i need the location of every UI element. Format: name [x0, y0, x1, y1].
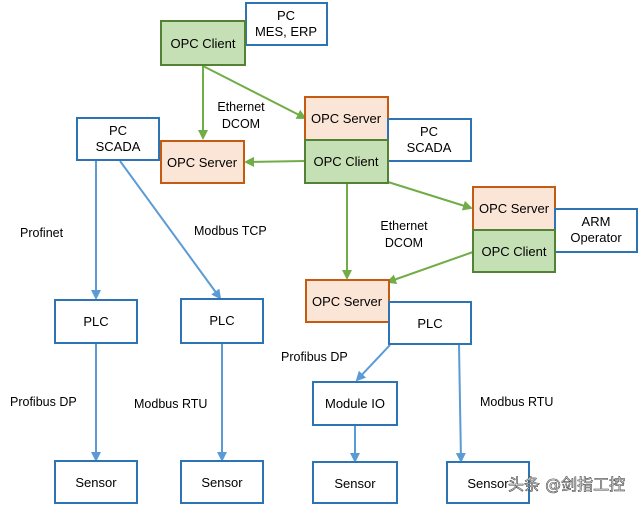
arrow-opc-client-mid-to-opc-server-right [387, 181, 473, 211]
node-box-border [160, 20, 246, 66]
sensor-3-label: Sensor [334, 476, 376, 491]
opc-server-right-label: OPC Server [479, 201, 550, 216]
arm-operator-line1: ARM [582, 214, 611, 229]
node-box-border [312, 461, 398, 504]
node-box-border [446, 461, 530, 504]
modbus-tcp-label: Modbus TCP [194, 224, 267, 238]
sensor-3-box: Sensor [312, 461, 398, 504]
opc-server-right-box: OPC Server [472, 186, 556, 231]
plc-1-box: PLC [54, 299, 138, 344]
profibus-dp-right-label: Profibus DP [281, 350, 348, 364]
connection-labels: Ethernet DCOM Ethernet DCOM Profinet Mod… [10, 100, 553, 411]
node-box-border [304, 96, 389, 141]
pc-scada-right-line2: SCADA [407, 140, 452, 155]
node-box-border [180, 460, 264, 504]
sensor-2-label: Sensor [201, 475, 243, 490]
arrow-scada-to-plc-2 [119, 160, 222, 300]
profinet-label: Profinet [20, 226, 64, 240]
node-box-border [305, 279, 390, 323]
dcom-label-top: DCOM [222, 117, 260, 131]
arrow-plc-3-to-sensor-4 [455, 344, 466, 463]
module-io-box: Module IO [312, 381, 398, 426]
opc-client-mid-box: OPC Client [304, 139, 389, 184]
arm-operator-line2: Operator [570, 230, 622, 245]
arm-operator-box: ARM Operator [554, 208, 638, 253]
node-box-border [180, 298, 264, 344]
sensor-4-label: Sensor [467, 476, 509, 491]
modbus-rtu-right-label: Modbus RTU [480, 395, 553, 409]
pc-mes-erp-line2: MES, ERP [255, 24, 317, 39]
dcom-label-mid: DCOM [385, 236, 423, 250]
opc-server-low-box: OPC Server [305, 279, 390, 323]
pc-scada-left-box: PC SCADA [76, 117, 160, 161]
opc-server-left-box: OPC Server [160, 140, 245, 184]
opc-server-mid-label: OPC Server [311, 111, 382, 126]
sensor-2-box: Sensor [180, 460, 264, 504]
pc-scada-right-line1: PC [420, 124, 438, 139]
pc-scada-right-box: PC SCADA [387, 118, 472, 162]
arrow-opc-client-top-to-opc-server-mid [202, 65, 307, 119]
node-box-border [312, 381, 398, 426]
sensor-1-box: Sensor [54, 460, 138, 504]
pc-mes-erp-line1: PC [277, 8, 295, 23]
node-box-border [245, 2, 328, 46]
module-io-label: Module IO [325, 396, 385, 411]
node-box-border [76, 117, 160, 161]
node-box-border [304, 139, 389, 184]
node-box-border [554, 208, 638, 253]
pc-mes-erp-box: PC MES, ERP [245, 2, 328, 46]
node-box-border [388, 301, 472, 345]
arrow-opc-client-mid-to-opc-server-left [244, 156, 306, 167]
sensor-1-label: Sensor [75, 475, 117, 490]
plc-1-label: PLC [83, 314, 108, 329]
ethernet-label-mid: Ethernet [380, 219, 428, 233]
profibus-dp-left-label: Profibus DP [10, 395, 77, 409]
plc-3-label: PLC [417, 316, 442, 331]
node-box-border [54, 299, 138, 344]
pc-scada-left-line1: PC [109, 123, 127, 138]
plc-2-box: PLC [180, 298, 264, 344]
node-box-border [472, 229, 556, 273]
opc-client-top-box: OPC Client [160, 20, 246, 66]
node-box-border [54, 460, 138, 504]
opc-server-left-label: OPC Server [167, 155, 238, 170]
plc-2-label: PLC [209, 313, 234, 328]
plc-3-box: PLC [388, 301, 472, 345]
opc-client-right-box: OPC Client [472, 229, 556, 273]
pc-scada-left-line2: SCADA [96, 139, 141, 154]
sensor-4-box: Sensor [446, 461, 530, 504]
ethernet-label-top: Ethernet [217, 100, 265, 114]
opc-client-top-label: OPC Client [170, 36, 235, 51]
opc-server-mid-box: OPC Server [304, 96, 389, 141]
arrow-opc-client-right-to-opc-server-low [386, 251, 474, 285]
node-box-border [160, 140, 245, 184]
arrow-plc-3-to-module-io [355, 344, 391, 382]
connections [91, 65, 474, 463]
opc-client-right-label: OPC Client [481, 244, 546, 259]
modbus-rtu-left-label: Modbus RTU [134, 397, 207, 411]
watermark-text: 头条 @剑指工控 [508, 475, 625, 494]
opc-server-low-label: OPC Server [312, 294, 383, 309]
opc-client-mid-label: OPC Client [313, 154, 378, 169]
